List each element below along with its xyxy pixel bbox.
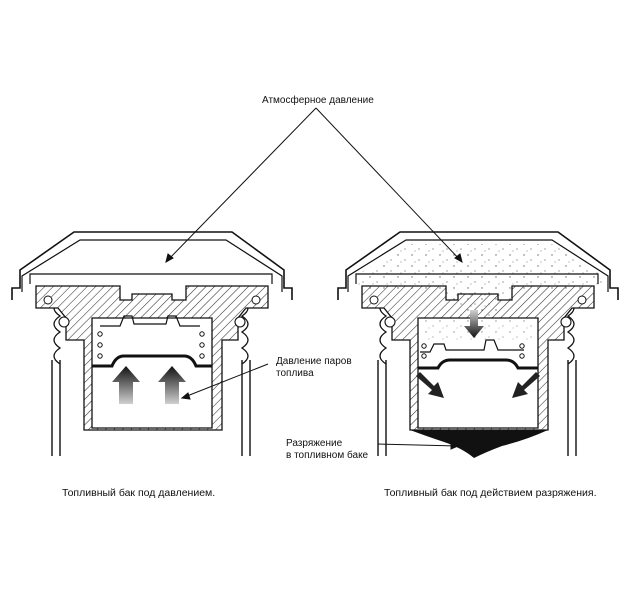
vacuum-shape [410,430,548,458]
left-fuel-cap [11,231,293,457]
caption-vacuum: Топливный бак под действием разряжения. [384,487,597,499]
vacuum-label: Разряжение в топливном баке [286,438,368,462]
caption-pressure: Топливный бак под давлением. [62,487,216,499]
air-diag-arrow-right [512,372,540,398]
vacuum-line2: в топливном баке [286,450,369,461]
vapor-pressure-line1: Давление паров [276,356,352,367]
leader-lines [165,107,463,450]
vapor-pressure-label: Давление паров топлива [276,356,352,380]
pressure-up-arrow-right [158,366,186,404]
vapor-pressure-line2: топлива [276,368,314,379]
pressure-up-arrow-left [112,366,140,404]
air-diag-arrow-left [416,372,444,398]
atmospheric-pressure-label: Атмосферное давление [262,95,374,106]
vacuum-line1: Разряжение [286,438,343,449]
right-fuel-cap [337,231,619,458]
air-down-arrow [464,310,484,338]
